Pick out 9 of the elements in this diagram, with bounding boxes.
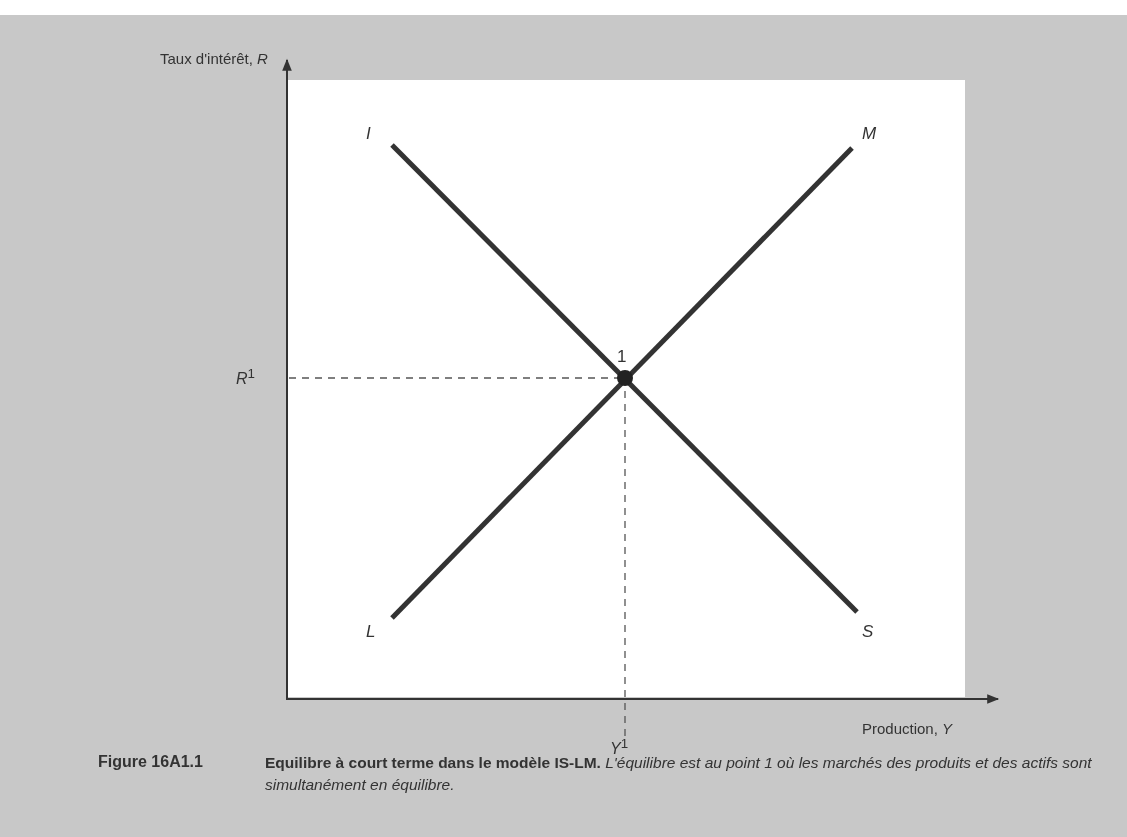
figure-number: Figure 16A1.1 [98, 752, 203, 772]
curve-label: M [862, 124, 877, 145]
axis-label: Taux d'intérêt, R [160, 50, 269, 68]
axis-label: Production, Y [862, 720, 953, 738]
tick-label: R$^{1}$ [236, 366, 255, 389]
curve-label: S [862, 622, 874, 643]
point-label: 1 [617, 347, 627, 368]
curve-label: I [366, 124, 371, 145]
curve-label: L [366, 622, 376, 643]
